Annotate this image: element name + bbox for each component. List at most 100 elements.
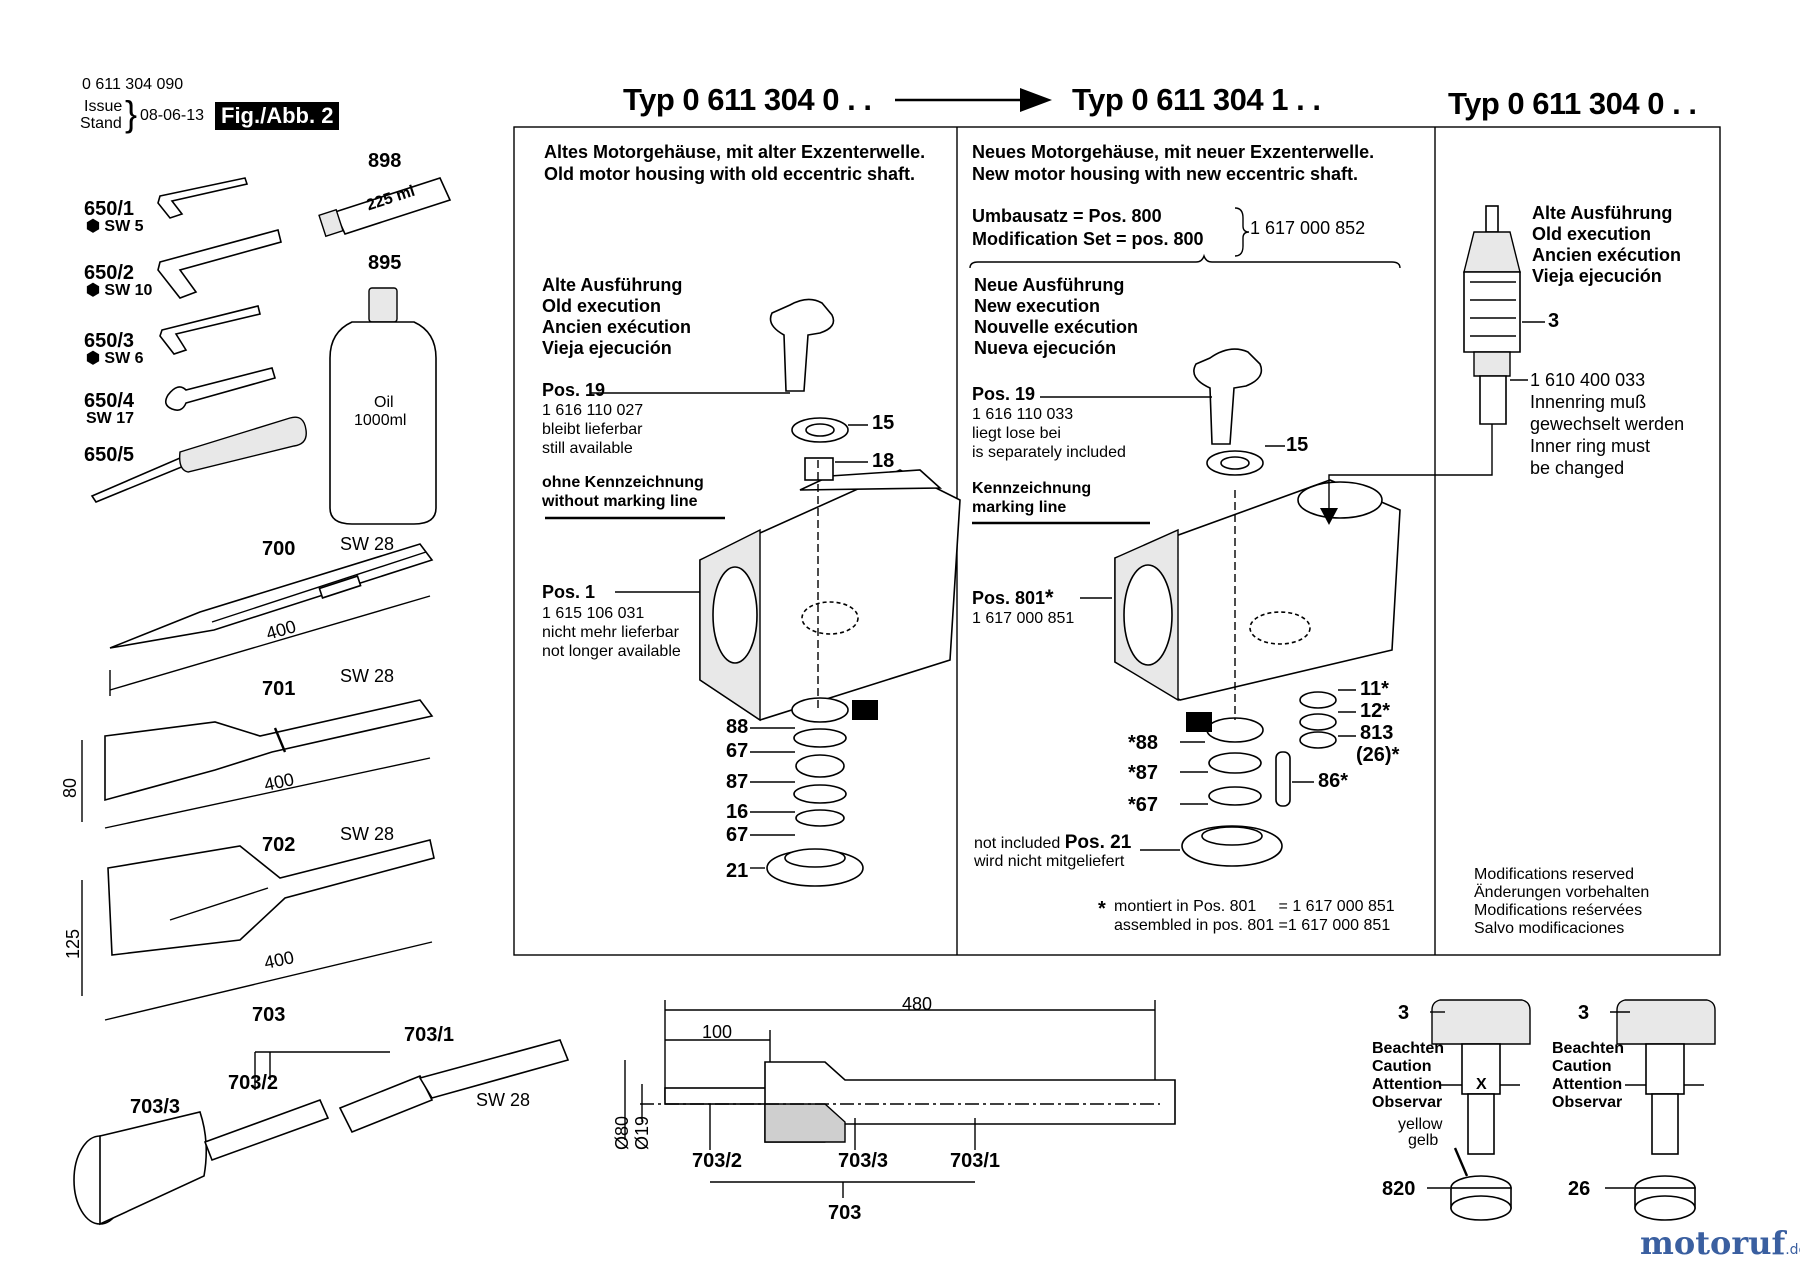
left-exec-en: Old execution <box>542 296 662 316</box>
rotor-drawing <box>1463 205 1545 425</box>
middle-pos801: Pos. 801* <box>972 585 1054 610</box>
part-88-text: 88 <box>1135 732 1159 754</box>
caution-1-es: Observar <box>1372 1094 1443 1111</box>
wrench-650-4 <box>164 367 277 411</box>
left-pos1-status-en: not longer available <box>542 643 681 660</box>
middle-part-86: 86* <box>1318 770 1348 793</box>
middle-pos19-status-de: liegt lose bei <box>972 425 1061 442</box>
stand-label: Stand <box>80 115 122 132</box>
caution-1-de: Beachten <box>1372 1040 1445 1057</box>
document-number: 0 611 304 090 <box>82 76 184 93</box>
part-650-2-label: 650/2 <box>84 262 135 284</box>
middle-part-12: 12* <box>1360 700 1390 723</box>
part-703-3-label: 703/3 <box>130 1096 181 1118</box>
middle-part-26: (26)* <box>1356 744 1399 767</box>
oil-bottle-895 <box>329 287 437 525</box>
part-650-4-label: 650/4 <box>84 390 135 412</box>
type-header-middle: Typ 0 611 304 1 . . <box>1072 82 1321 117</box>
watermark-brand: motoruf <box>1640 1224 1786 1262</box>
middle-exec-es: Nueva ejecución <box>974 338 1117 358</box>
left-part-67b: 67 <box>726 824 749 846</box>
right-exec-fr: Ancien exécution <box>1532 245 1682 265</box>
mods-reserved-en: Modifications reserved <box>1474 866 1635 883</box>
middle-title-en: New motor housing with new eccentric sha… <box>972 164 1359 184</box>
part-11-text: 11 <box>1360 678 1382 700</box>
not-supplied-note: wird nicht mitgeliefert <box>974 853 1125 870</box>
chisel-701-width: 80 <box>60 777 81 799</box>
caution-2-fr: Attention <box>1552 1076 1623 1093</box>
adapter-703 <box>73 1039 570 1226</box>
middle-title-de: Neues Motorgehäuse, mit neuer Exzenterwe… <box>972 142 1375 162</box>
caution-1-fr: Attention <box>1372 1076 1443 1093</box>
left-title-en: Old motor housing with old eccentric sha… <box>544 164 916 184</box>
middle-pos801-number: 1 617 000 851 <box>972 610 1075 627</box>
part-898-label: 898 <box>368 150 402 172</box>
middle-marking-en: marking line <box>972 499 1067 516</box>
modification-set-de: Umbausatz = Pos. 800 <box>972 206 1162 226</box>
sw6-label: ⬢ SW 6 <box>86 350 144 367</box>
middle-part-88: *88 <box>1128 732 1158 755</box>
inner-ring-detail <box>1427 999 1716 1221</box>
left-pos19-status-en: still available <box>542 440 633 457</box>
star-marker: * <box>1045 585 1054 610</box>
caution-1-en: Caution <box>1372 1058 1432 1075</box>
grease-tube-898 <box>318 177 452 238</box>
right-part-3: 3 <box>1548 310 1560 332</box>
chisel-701-sw: SW 28 <box>340 666 395 686</box>
caution-2-de: Beachten <box>1552 1040 1625 1057</box>
right-exec-en: Old execution <box>1532 224 1652 244</box>
left-part-88: 88 <box>726 716 749 738</box>
middle-part-15: 15 <box>1286 434 1309 456</box>
middle-pos19-status-en: is separately included <box>972 444 1126 461</box>
footnote-star: * <box>1098 898 1106 920</box>
mods-reserved-es: Salvo modificaciones <box>1474 920 1625 937</box>
left-pos19-number: 1 616 110 027 <box>542 402 644 419</box>
dia-19: Ø19 <box>632 1115 652 1150</box>
part-703-1-label: 703/1 <box>404 1024 455 1046</box>
star-marker: * <box>1382 700 1391 722</box>
section-703: 703 <box>828 1202 862 1224</box>
left-part-16: 16 <box>726 801 749 823</box>
transition-arrow <box>895 88 1052 112</box>
mods-reserved-de: Änderungen vorbehalten <box>1474 884 1650 901</box>
sw6-text: SW 6 <box>104 350 144 367</box>
part-701-label: 701 <box>262 678 296 700</box>
issue-date: 08-06-13 <box>140 107 205 124</box>
star-marker: * <box>1381 678 1389 700</box>
caution-2-es: Observar <box>1552 1094 1623 1111</box>
part-26-text: (26) <box>1356 744 1392 766</box>
left-part-21: 21 <box>726 860 749 882</box>
left-pos19-status-de: bleibt lieferbar <box>542 421 643 438</box>
part-895-label: 895 <box>368 252 402 274</box>
left-exec-fr: Ancien exécution <box>542 317 692 337</box>
detail-part-3a: 3 <box>1398 1002 1410 1024</box>
star-marker: * <box>1128 794 1136 816</box>
modification-set-number: 1 617 000 852 <box>1250 218 1366 238</box>
not-included-text: not included <box>974 835 1061 852</box>
middle-pos19-number: 1 616 110 033 <box>972 406 1074 423</box>
not-included-pos: Pos. 21 <box>1064 832 1132 853</box>
modification-set-en: Modification Set = pos. 800 <box>972 229 1204 249</box>
issue-label: Issue <box>84 98 123 115</box>
bottle-label-volume: 1000ml <box>354 412 407 429</box>
flat-chisel-701 <box>81 699 434 829</box>
watermark-tld: .de <box>1785 1242 1800 1258</box>
star-marker: * <box>1340 770 1349 792</box>
adapter-section-drawing <box>624 1000 1176 1198</box>
right-note-3: Inner ring must <box>1530 436 1651 456</box>
issue-brace: } <box>125 93 138 134</box>
caution-2-en: Caution <box>1552 1058 1612 1075</box>
hex-key-650-1 <box>157 177 249 219</box>
dia-80: Ø80 <box>612 1115 632 1150</box>
hex-key-650-3 <box>159 305 261 355</box>
part-700-label: 700 <box>262 538 296 560</box>
color-yellow: yellow <box>1398 1116 1443 1133</box>
color-gelb: gelb <box>1408 1132 1439 1149</box>
right-part-number: 1 610 400 033 <box>1530 370 1646 390</box>
part-87-text: 87 <box>1135 762 1159 784</box>
new-housing-drawing <box>972 348 1493 867</box>
middle-part-11: 11* <box>1360 678 1389 701</box>
middle-exec-fr: Nouvelle exécution <box>974 317 1139 337</box>
dim-100: 100 <box>702 1022 733 1042</box>
